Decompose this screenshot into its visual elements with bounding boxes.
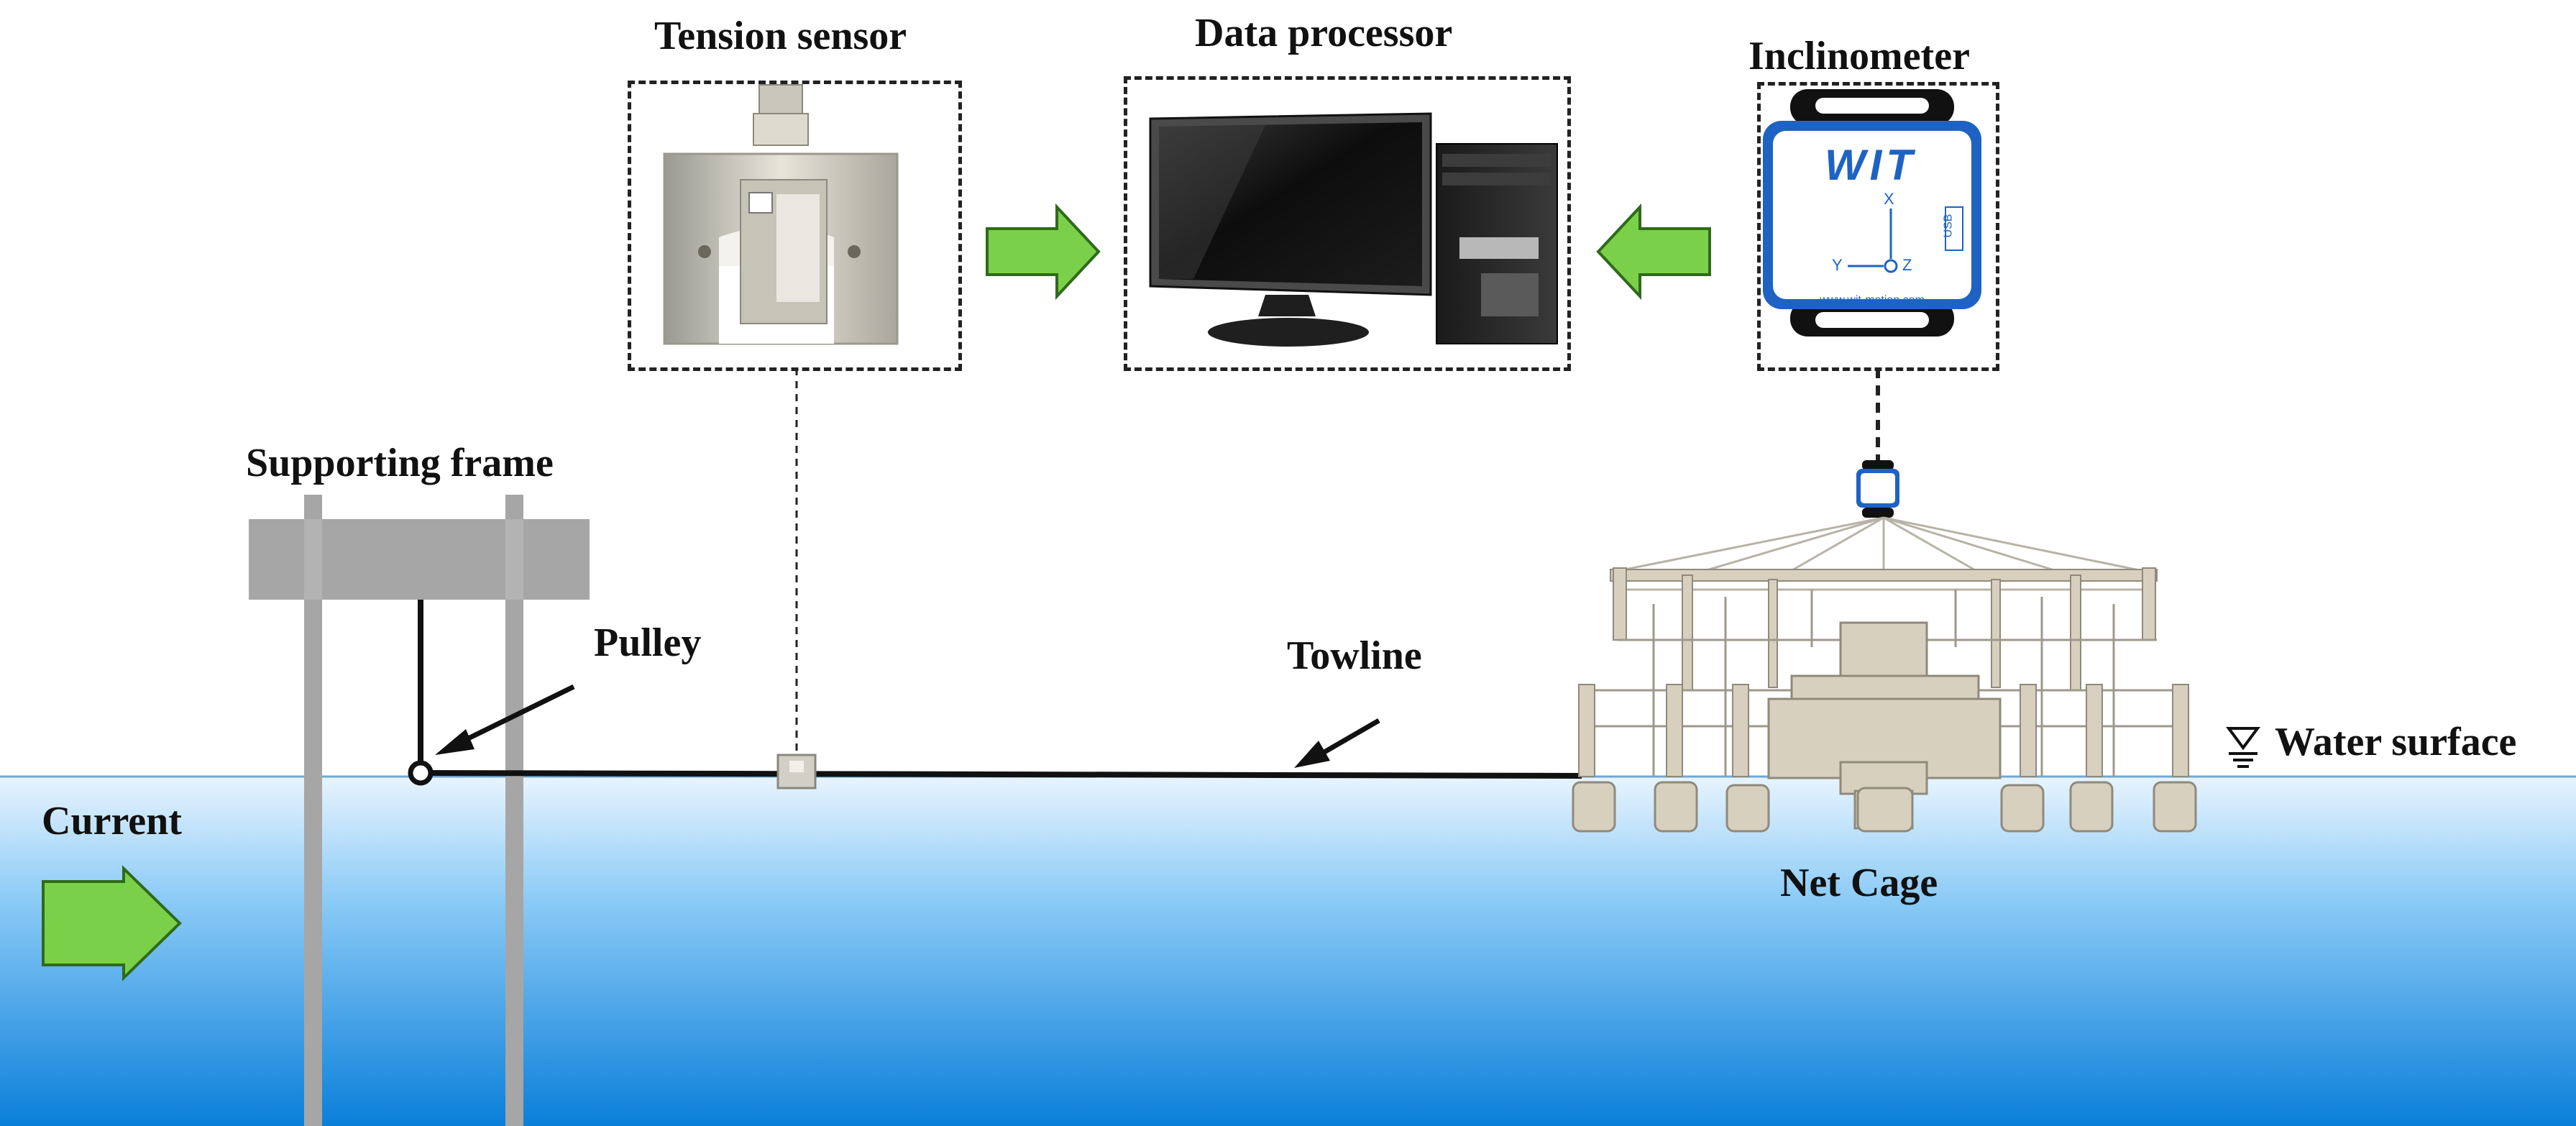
data-processor-label: Data processor [1195,11,1453,55]
inclinometer-small [1856,460,1899,518]
water-surface-label: Water surface [2275,720,2517,764]
inline-tension-sensor [776,754,817,789]
inclinometer-axis-x: X [1884,190,1894,208]
inclinometer-box [1757,82,1999,371]
towline-pointer-arrow [1294,718,1380,768]
tension-sensor-label: Tension sensor [654,14,907,58]
supporting-frame-label: Supporting frame [246,441,554,485]
inclinometer-url: www.wit-motion.com [1820,294,1925,306]
supporting-frame [249,495,590,1126]
inclinometer-label: Inclinometer [1748,34,1970,78]
computer-illustration [1149,112,1558,347]
current-direction-arrow [42,865,182,981]
current-label: Current [42,799,182,843]
data-processor-box [1124,76,1571,371]
water-surface-symbol [2226,727,2260,768]
inclinometer-axis-y: Y [1832,256,1843,274]
tension-sensor-box [628,81,962,371]
inclinometer-usb-label: USB [1942,214,1955,238]
net-cage [1572,516,2197,833]
inclinometer-illustration [1763,89,1981,337]
water-body [0,777,2576,1126]
tension-to-processor-arrow [986,203,1101,301]
towline-label: Towline [1287,633,1422,678]
net-cage-label: Net Cage [1780,861,1938,905]
pulley-pointer-arrow [435,684,575,755]
tension-sensor-illustration [663,84,899,345]
inclinometer-to-processor-arrow [1596,203,1711,301]
pulley [408,760,434,786]
inclinometer-axis-z: Z [1902,256,1912,274]
inclinometer-logo: WIT [1825,141,1917,189]
pulley-label: Pulley [594,621,702,665]
towline [430,770,1582,779]
